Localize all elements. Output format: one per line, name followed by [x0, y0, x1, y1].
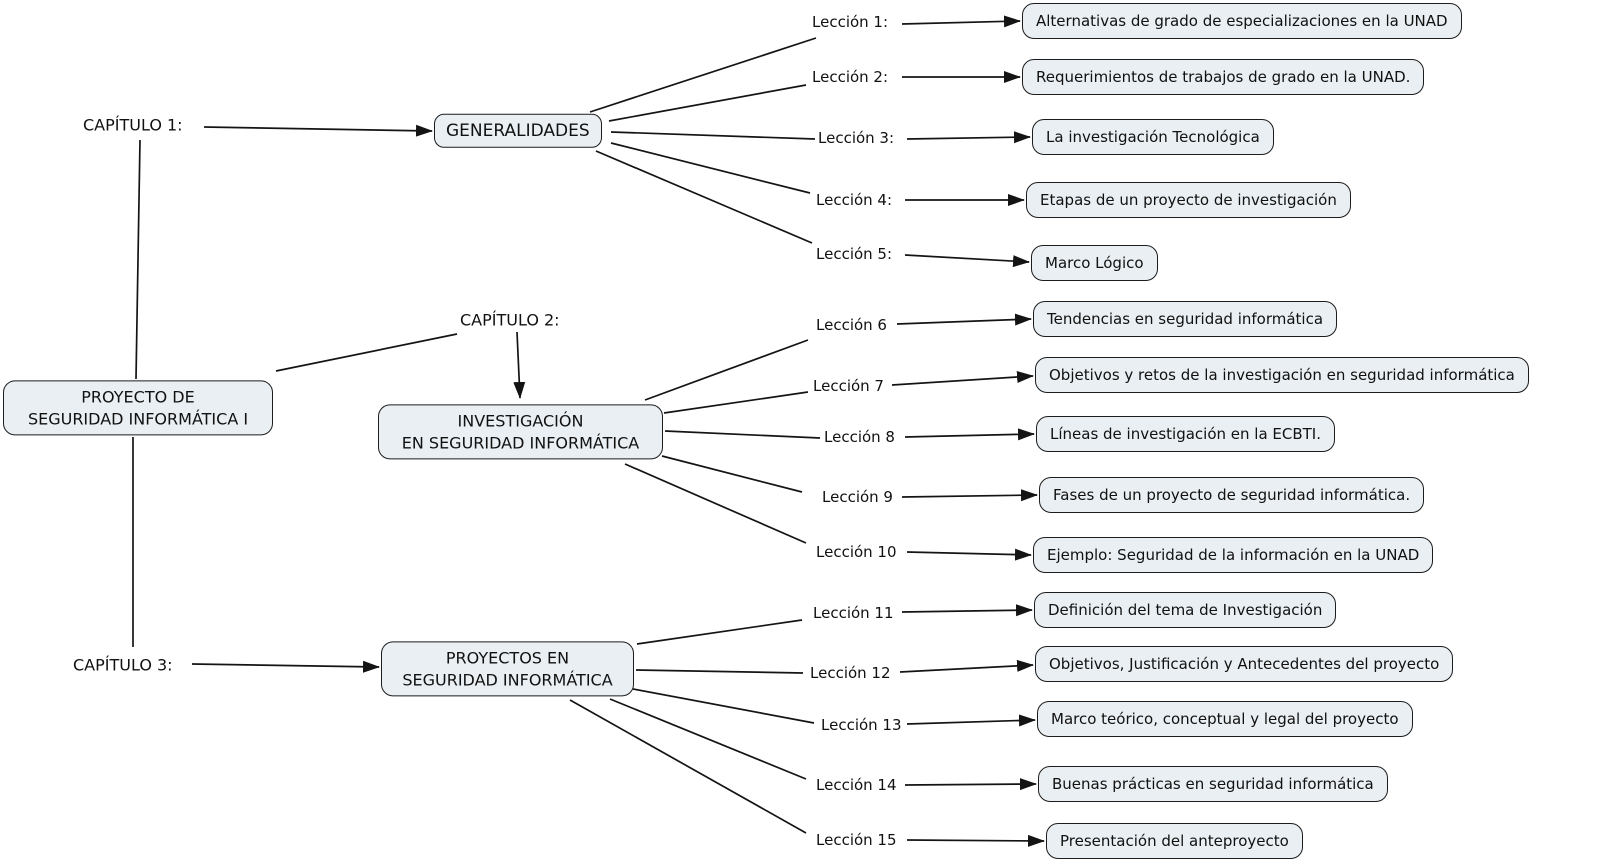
- lesson-1-label[interactable]: Lección 1:: [812, 13, 889, 31]
- lesson-4-topic-node[interactable]: Etapas de un proyecto de investigación: [1026, 182, 1351, 218]
- lesson-6-label[interactable]: Lección 6: [816, 316, 887, 334]
- lesson-9-topic-node[interactable]: Fases de un proyecto de seguridad inform…: [1039, 477, 1425, 513]
- chapter-3-label[interactable]: CAPÍTULO 3:: [73, 655, 173, 675]
- lesson-4-label[interactable]: Lección 4:: [816, 191, 893, 209]
- lesson-2-label[interactable]: Lección 2:: [812, 68, 889, 86]
- chapter-1-label[interactable]: CAPÍTULO 1:: [83, 115, 183, 135]
- lesson-11-topic-node[interactable]: Definición del tema de Investigación: [1034, 592, 1337, 628]
- lesson-arrows: [891, 15, 1045, 847]
- lesson-15-label[interactable]: Lección 15: [816, 831, 897, 849]
- trunk-lines: [132, 139, 458, 647]
- lesson-10-label[interactable]: Lección 10: [816, 543, 897, 561]
- fan-lines-chapter-1: [589, 37, 817, 244]
- fan-lines-chapter-2: [624, 339, 821, 544]
- lesson-12-label[interactable]: Lección 12: [810, 664, 891, 682]
- lesson-15-topic-node[interactable]: Presentación del anteproyecto: [1046, 823, 1303, 859]
- root-node[interactable]: PROYECTO DE SEGURIDAD INFORMÁTICA I: [3, 380, 273, 436]
- lesson-14-topic-node[interactable]: Buenas prácticas en seguridad informátic…: [1038, 766, 1388, 802]
- chapter-3-node[interactable]: PROYECTOS EN SEGURIDAD INFORMÁTICA: [381, 641, 634, 697]
- lesson-3-topic-node[interactable]: La investigación Tecnológica: [1032, 119, 1274, 155]
- lesson-13-topic-node[interactable]: Marco teórico, conceptual y legal del pr…: [1037, 701, 1413, 737]
- fan-lines-chapter-3: [569, 619, 815, 834]
- lesson-3-label[interactable]: Lección 3:: [818, 129, 895, 147]
- chapter-2-node[interactable]: INVESTIGACIÓN EN SEGURIDAD INFORMÁTICA: [378, 404, 663, 460]
- lesson-7-label[interactable]: Lección 7: [813, 377, 884, 395]
- lesson-1-topic-node[interactable]: Alternativas de grado de especializacion…: [1022, 3, 1462, 39]
- lesson-14-label[interactable]: Lección 14: [816, 776, 897, 794]
- lesson-2-topic-node[interactable]: Requerimientos de trabajos de grado en l…: [1022, 59, 1425, 95]
- chapter-arrows: [191, 124, 526, 673]
- chapter-2-label[interactable]: CAPÍTULO 2:: [460, 310, 560, 330]
- lesson-12-topic-node[interactable]: Objetivos, Justificación y Antecedentes …: [1035, 646, 1454, 682]
- lesson-6-topic-node[interactable]: Tendencias en seguridad informática: [1033, 301, 1338, 337]
- lesson-5-topic-node[interactable]: Marco Lógico: [1031, 245, 1158, 281]
- lesson-9-label[interactable]: Lección 9: [822, 488, 893, 506]
- lesson-8-label[interactable]: Lección 8: [824, 428, 895, 446]
- lesson-5-label[interactable]: Lección 5:: [816, 245, 893, 263]
- lesson-13-label[interactable]: Lección 13: [821, 716, 902, 734]
- lesson-10-topic-node[interactable]: Ejemplo: Seguridad de la información en …: [1033, 537, 1434, 573]
- lesson-11-label[interactable]: Lección 11: [813, 604, 894, 622]
- lesson-7-topic-node[interactable]: Objetivos y retos de la investigación en…: [1035, 357, 1529, 393]
- chapter-1-node[interactable]: GENERALIDADES: [434, 113, 602, 149]
- lesson-8-topic-node[interactable]: Líneas de investigación en la ECBTI.: [1036, 416, 1336, 452]
